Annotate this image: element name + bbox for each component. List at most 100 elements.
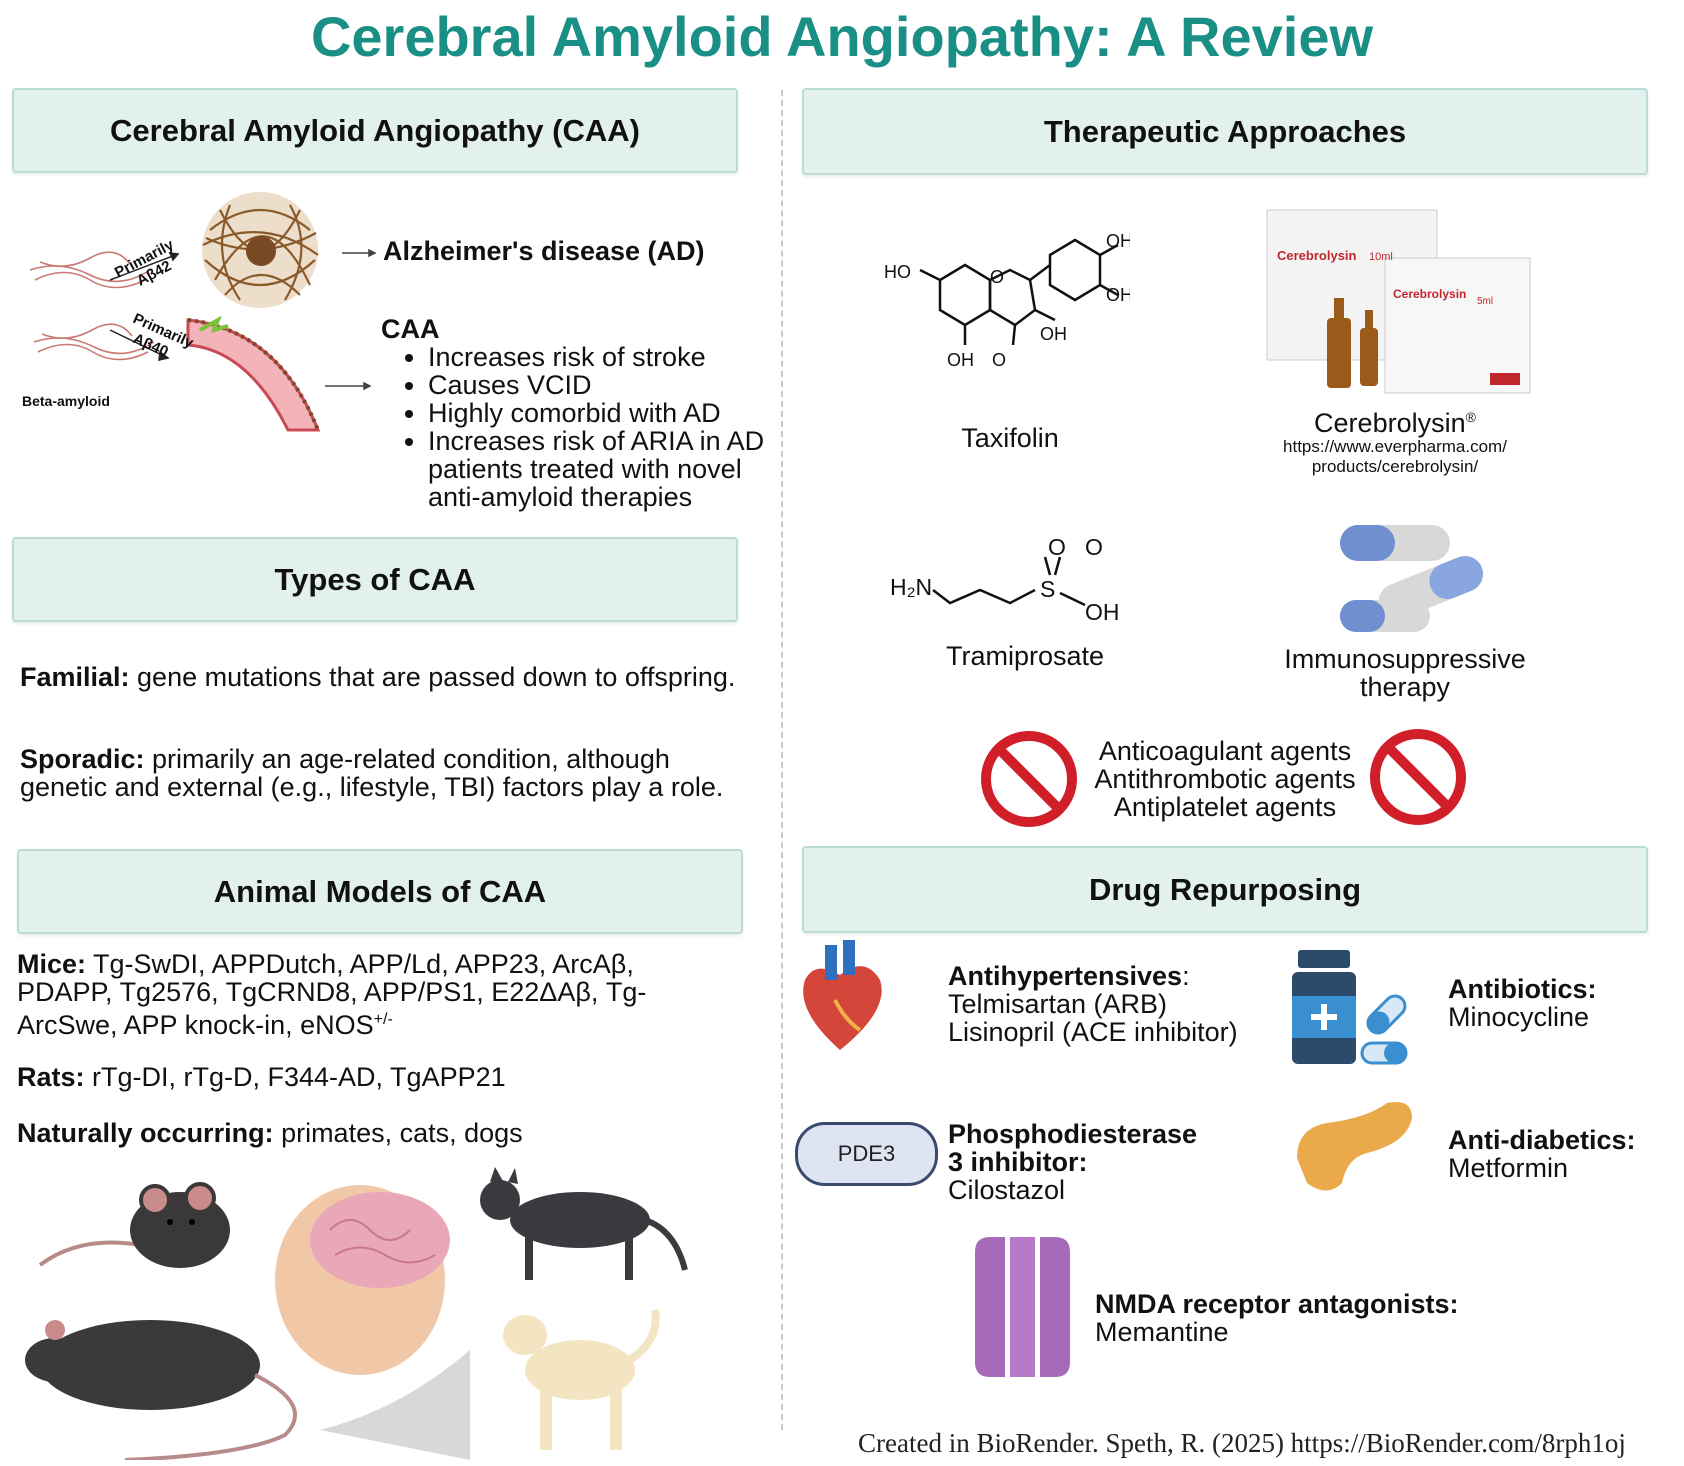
mice-label: Mice: [17,949,87,979]
box-size-label: 10ml [1369,251,1393,263]
pde-label-line1: Phosphodiesterase [948,1119,1198,1149]
taxifolin-oh-label: OH [1106,231,1130,251]
tramiprosate-s-label: S [1040,576,1055,602]
pde3-badge: PDE3 [795,1122,938,1186]
antihypertensives-colon: : [1182,961,1190,991]
animal-models-illustration [25,1167,688,1460]
box-brand-label: Cerebrolysin [1277,248,1357,263]
pancreas-icon [1297,1102,1412,1191]
avoid-agent: Antithrombotic agents [1094,764,1356,794]
tramiprosate-structure-icon: H₂N S O O OH [890,535,1120,625]
biorender-credit: Created in BioRender. Speth, R. (2025) h… [858,1428,1626,1458]
animal-models-section-header: Animal Models of CAA [17,849,743,934]
antihypertensives-label: Antihypertensives [948,961,1183,991]
nmda-label: NMDA receptor antagonists: [1095,1289,1459,1319]
taxifolin-oh-label: OH [1040,324,1067,344]
rats-label: Rats: [17,1062,85,1092]
drug-repurposing-section-header: Drug Repurposing [802,846,1648,933]
caa-pathway-illustration: Primarily Aβ42 Primarily Aβ40 Beta-amylo… [22,192,377,432]
antibiotics-label: Antibiotics: [1448,974,1597,1004]
nmda-drug: Memantine [1095,1317,1229,1347]
anti-diabetics-label: Anti-diabetics: [1448,1125,1636,1155]
antihypertensive-drug: Telmisartan (ARB) [948,989,1168,1019]
cerebrolysin-url-line1: https://www.everpharma.com/ [1283,437,1507,456]
caa-bullet: Causes VCID [428,371,780,399]
sporadic-paragraph: Sporadic: primarily an age-related condi… [20,745,740,801]
cerebrolysin-label-row: Cerebrolysin® [1240,408,1550,439]
familial-text: gene mutations that are passed down to o… [129,662,736,692]
antibiotics-drug: Minocycline [1448,1002,1590,1032]
beta-amyloid-label: Beta-amyloid [22,393,110,409]
natural-text: primates, cats, dogs [273,1118,523,1148]
rat-icon [25,1320,297,1460]
caa-bullet: Increases risk of ARIA in AD patients tr… [428,427,780,511]
blood-vessel-icon [186,315,321,432]
anti-diabetics-block: Anti-diabetics: Metformin [1448,1126,1636,1182]
tramiprosate-o-label: O [1048,535,1066,560]
rats-paragraph: Rats: rTg-DI, rTg-D, F344-AD, TgAPP21 [17,1063,506,1091]
taxifolin-ho-label: HO [884,262,911,282]
natural-label: Naturally occurring: [17,1118,274,1148]
natural-paragraph: Naturally occurring: primates, cats, dog… [17,1119,523,1147]
cerebrolysin-product-image: Cerebrolysin 10ml Cerebrolysin 5ml [1266,209,1531,394]
anti-diabetics-drug: Metformin [1448,1153,1569,1183]
familial-paragraph: Familial: gene mutations that are passed… [20,663,740,691]
cerebrolysin-label: Cerebrolysin [1314,408,1466,438]
taxifolin-o-label: O [992,350,1006,370]
antihypertensive-drug: Lisinopril (ACE inhibitor) [948,1017,1238,1047]
caa-bullet: Increases risk of stroke [428,343,780,371]
cerebrolysin-url-line2: products/cerebrolysin/ [1311,457,1479,476]
pde3-inhibitor-block: Phosphodiesterase 3 inhibitor: Cilostazo… [948,1120,1197,1204]
antibiotics-block: Antibiotics: Minocycline [1448,975,1597,1031]
antihypertensives-block: Antihypertensives: Telmisartan (ARB) Lis… [948,962,1238,1046]
tramiprosate-o-label: O [1085,535,1103,560]
mice-paragraph: Mice: Tg-SwDI, APPDutch, APP/Ld, APP23, … [17,950,677,1039]
registered-mark: ® [1465,409,1476,425]
therapeutic-section-header: Therapeutic Approaches [802,88,1648,175]
mice-superscript: +/- [373,1011,393,1028]
caa-bullet: Highly comorbid with AD [428,399,780,427]
primate-brain-icon [275,1185,470,1460]
capsules-icon [1340,525,1484,632]
box-size-label: 5ml [1477,296,1493,307]
prohibited-icon [981,731,1077,827]
cat-icon [480,1167,688,1280]
amyloid-plaque-icon [202,192,319,308]
avoid-agent: Anticoagulant agents [1098,736,1352,766]
immunosuppressive-line1: Immunosuppressive [1284,644,1526,674]
page-title: Cerebral Amyloid Angiopathy: A Review [310,5,1374,68]
prohibited-icon [1370,729,1466,825]
dog-icon [503,1309,660,1450]
heart-icon [803,940,882,1050]
mice-text: Tg-SwDI, APPDutch, APP/Ld, APP23, ArcAβ,… [17,949,647,1040]
sporadic-label: Sporadic: [20,744,145,774]
ad-label: Alzheimer's disease (AD) [383,236,705,266]
pde-label-line2: 3 inhibitor: [948,1147,1088,1177]
mouse-icon [38,1182,230,1268]
taxifolin-o-label: O [990,267,1004,287]
medicine-bottle-icon [1292,950,1408,1065]
nmda-receptor-icon [975,1237,1070,1377]
immunosuppressive-line2: therapy [1359,672,1451,702]
sporadic-text: primarily an age-related condition, alth… [20,744,724,802]
taxifolin-oh-label: OH [1106,285,1130,305]
box-brand-label: Cerebrolysin [1393,287,1466,301]
nmda-block: NMDA receptor antagonists: Memantine [1095,1290,1459,1346]
tramiprosate-oh-label: OH [1085,599,1120,625]
rats-text: rTg-DI, rTg-D, F344-AD, TgAPP21 [84,1062,506,1092]
avoid-agents-list: Anticoagulant agents Antithrombotic agen… [1080,737,1370,821]
familial-label: Familial: [20,662,130,692]
taxifolin-oh-label: OH [947,350,974,370]
immunosuppressive-label: Immunosuppressive therapy [1270,645,1540,701]
types-section-header: Types of CAA [12,537,738,622]
cerebrolysin-url: https://www.everpharma.com/ products/cer… [1240,437,1550,477]
tramiprosate-label: Tramiprosate [945,641,1105,671]
taxifolin-structure-icon: HO O OH OH OH OH O [884,231,1130,370]
beta-amyloid-fibrils-icon [29,251,155,361]
caa-heading: CAA [381,314,440,344]
caa-bullet-list: Increases risk of stroke Causes VCID Hig… [380,343,780,511]
taxifolin-label: Taxifolin [961,423,1059,453]
column-divider [781,90,783,1430]
pde-drug: Cilostazol [948,1175,1066,1205]
tramiprosate-h2n-label: H₂N [890,574,932,600]
